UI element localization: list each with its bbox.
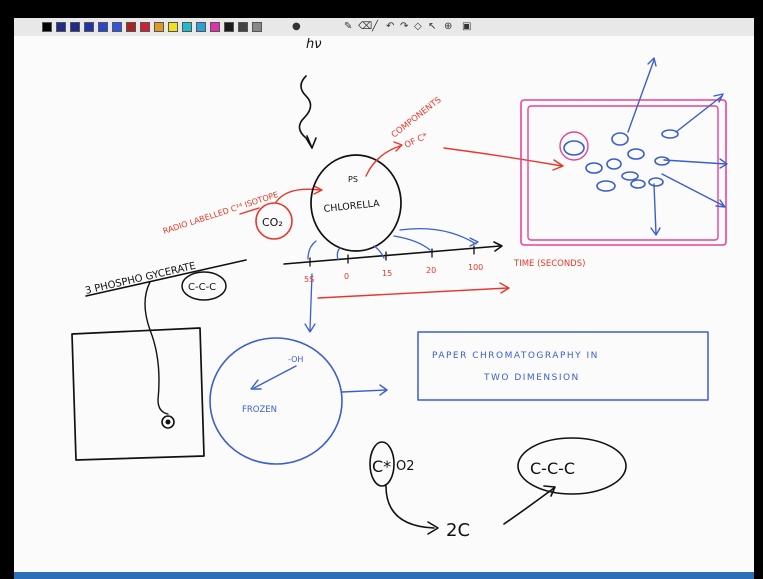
chlorella-circle <box>310 154 402 252</box>
color-swatch[interactable] <box>56 22 66 32</box>
zoom-tool-icon[interactable]: ⊕ <box>444 21 453 32</box>
c-star-label: C* <box>372 457 391 476</box>
color-swatch[interactable] <box>70 22 80 32</box>
to-chromatogram-arrow <box>443 147 563 167</box>
tick-1: 0 <box>344 272 349 281</box>
frozen-label: FROZEN <box>242 405 277 415</box>
paper-sheet-sketch <box>71 327 205 461</box>
paper-label-1: PAPER CHROMATOGRAPHY IN <box>432 351 599 361</box>
sampling-arrows <box>307 227 479 261</box>
status-bar <box>14 572 754 579</box>
pga-underline <box>85 259 247 297</box>
color-swatch[interactable] <box>154 22 164 32</box>
time-axis <box>283 245 501 265</box>
chlorella-label: CHLORELLA <box>323 198 380 215</box>
color-swatch[interactable] <box>196 22 206 32</box>
radio-to-co2-arrow <box>239 207 260 215</box>
oh-label: -OH <box>288 355 303 364</box>
pointer-tool-icon[interactable]: ● <box>292 21 301 32</box>
color-swatch[interactable] <box>252 22 262 32</box>
redo-tool-icon[interactable]: ↷ <box>400 21 409 32</box>
color-swatch[interactable] <box>182 22 192 32</box>
co2-label: CO₂ <box>262 216 283 229</box>
c-star-oval <box>369 441 395 487</box>
ccc-label: C-C-C <box>188 282 216 293</box>
two-c-label: 2C <box>446 520 470 541</box>
chromatogram-box-inner <box>527 105 719 241</box>
color-swatch[interactable] <box>42 22 52 32</box>
paper-chromatography-box <box>417 331 709 401</box>
color-swatch[interactable] <box>238 22 248 32</box>
tick-2: 15 <box>382 269 392 278</box>
light-wave-arrowhead <box>306 135 317 149</box>
tick-3: 20 <box>426 266 436 275</box>
time-label: TIME (SECONDS) <box>513 259 585 269</box>
line-tool-icon[interactable]: ╱ <box>372 21 379 32</box>
color-swatch[interactable] <box>168 22 178 32</box>
color-swatch[interactable] <box>224 22 234 32</box>
chromatogram-box-outer <box>520 99 727 246</box>
frozen-circle <box>209 337 343 465</box>
paper-label-2: TWO DIMENSION <box>483 373 580 383</box>
whiteboard-canvas[interactable]: hν RADIO LABELLED C¹⁴ ISOTOPE COMPONENTS… <box>14 36 754 572</box>
tick-0: 5S <box>304 275 314 284</box>
color-swatch[interactable] <box>140 22 150 32</box>
arrow-tool-icon[interactable]: ↖ <box>428 21 437 32</box>
ps-label: PS <box>348 175 358 184</box>
undo-tool-icon[interactable]: ↶ <box>386 21 395 32</box>
handwritten-notes: hν RADIO LABELLED C¹⁴ ISOTOPE COMPONENTS… <box>71 37 728 541</box>
color-swatch[interactable] <box>210 22 220 32</box>
drawing-toolbar: ● ✎ ⌫ ╱ ↶ ↷ ◇ ↖ ⊕ ▣ <box>14 18 754 37</box>
color-swatch[interactable] <box>98 22 108 32</box>
light-wave-squiggle <box>298 75 313 149</box>
shape-tool-icon[interactable]: ◇ <box>414 21 422 32</box>
eraser-tool-icon[interactable]: ⌫ <box>358 21 373 32</box>
components-label: COMPONENTS <box>390 95 444 140</box>
color-swatch[interactable] <box>112 22 122 32</box>
color-swatch[interactable] <box>84 22 94 32</box>
spot-arrows <box>627 57 728 236</box>
pen-tool-icon[interactable]: ✎ <box>344 21 353 32</box>
co2-circle <box>255 202 293 240</box>
chromatogram-spots <box>563 129 679 192</box>
time-progress-arrow <box>317 287 509 299</box>
color-swatch[interactable] <box>126 22 136 32</box>
ccc-product-oval <box>517 437 627 495</box>
components-label-2: OF C* <box>403 131 429 150</box>
view-tool-icon[interactable]: ▣ <box>462 21 472 32</box>
pga-label: 3 PHOSPHO GYCERATE <box>84 261 197 297</box>
hv-label: hν <box>306 37 322 52</box>
o2-label: O2 <box>396 459 415 474</box>
tick-4: 100 <box>468 263 483 272</box>
ccc-oval <box>181 271 227 301</box>
co2-to-chlorella-arrow <box>275 188 321 203</box>
ccc-product-label: C-C-C <box>530 459 575 478</box>
radio-label: RADIO LABELLED C¹⁴ ISOTOPE <box>162 190 280 236</box>
